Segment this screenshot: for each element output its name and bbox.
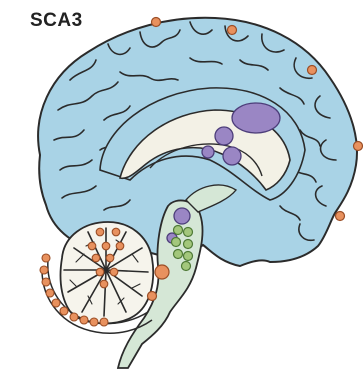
lesion-dot bbox=[155, 265, 169, 279]
lesion-dot bbox=[52, 299, 60, 307]
lesion-dot bbox=[110, 268, 118, 276]
lesion-dot bbox=[172, 238, 181, 247]
lesion-dot bbox=[112, 228, 120, 236]
lesion-dot bbox=[152, 18, 161, 27]
lesion-dot bbox=[182, 262, 191, 271]
lesion-dot bbox=[60, 307, 68, 315]
lesion-dot bbox=[184, 228, 193, 237]
lesion-dot bbox=[90, 318, 98, 326]
lesion-dot bbox=[88, 242, 96, 250]
lesion-dot bbox=[223, 147, 241, 165]
lesion-dot bbox=[70, 313, 78, 321]
lesion-dot bbox=[42, 254, 50, 262]
lesion-dot bbox=[184, 252, 193, 261]
lesion-dot bbox=[336, 212, 345, 221]
lesion-dot bbox=[202, 146, 214, 158]
lesion-dot bbox=[40, 266, 48, 274]
lesion-dot bbox=[228, 26, 237, 35]
lesion-dot bbox=[148, 292, 157, 301]
lesion-dot bbox=[215, 127, 233, 145]
lesion-dot bbox=[174, 208, 190, 224]
lesion-dot bbox=[100, 280, 108, 288]
lesion-dot bbox=[42, 278, 50, 286]
lesion-dot bbox=[354, 142, 363, 151]
lesion-dot bbox=[174, 250, 183, 259]
lesion-dot bbox=[100, 318, 108, 326]
lesion-dot bbox=[116, 242, 124, 250]
lesion-dot bbox=[184, 240, 193, 249]
lesion-ellipse bbox=[232, 103, 280, 133]
lesion-dot bbox=[80, 316, 88, 324]
lesion-dot bbox=[46, 289, 54, 297]
lesion-dot bbox=[96, 268, 104, 276]
lesion-dot bbox=[92, 254, 100, 262]
lesion-dot bbox=[106, 254, 114, 262]
lesion-dot bbox=[96, 228, 104, 236]
lesion-dot bbox=[102, 242, 110, 250]
lesion-dot bbox=[174, 226, 183, 235]
lesion-dot bbox=[308, 66, 317, 75]
